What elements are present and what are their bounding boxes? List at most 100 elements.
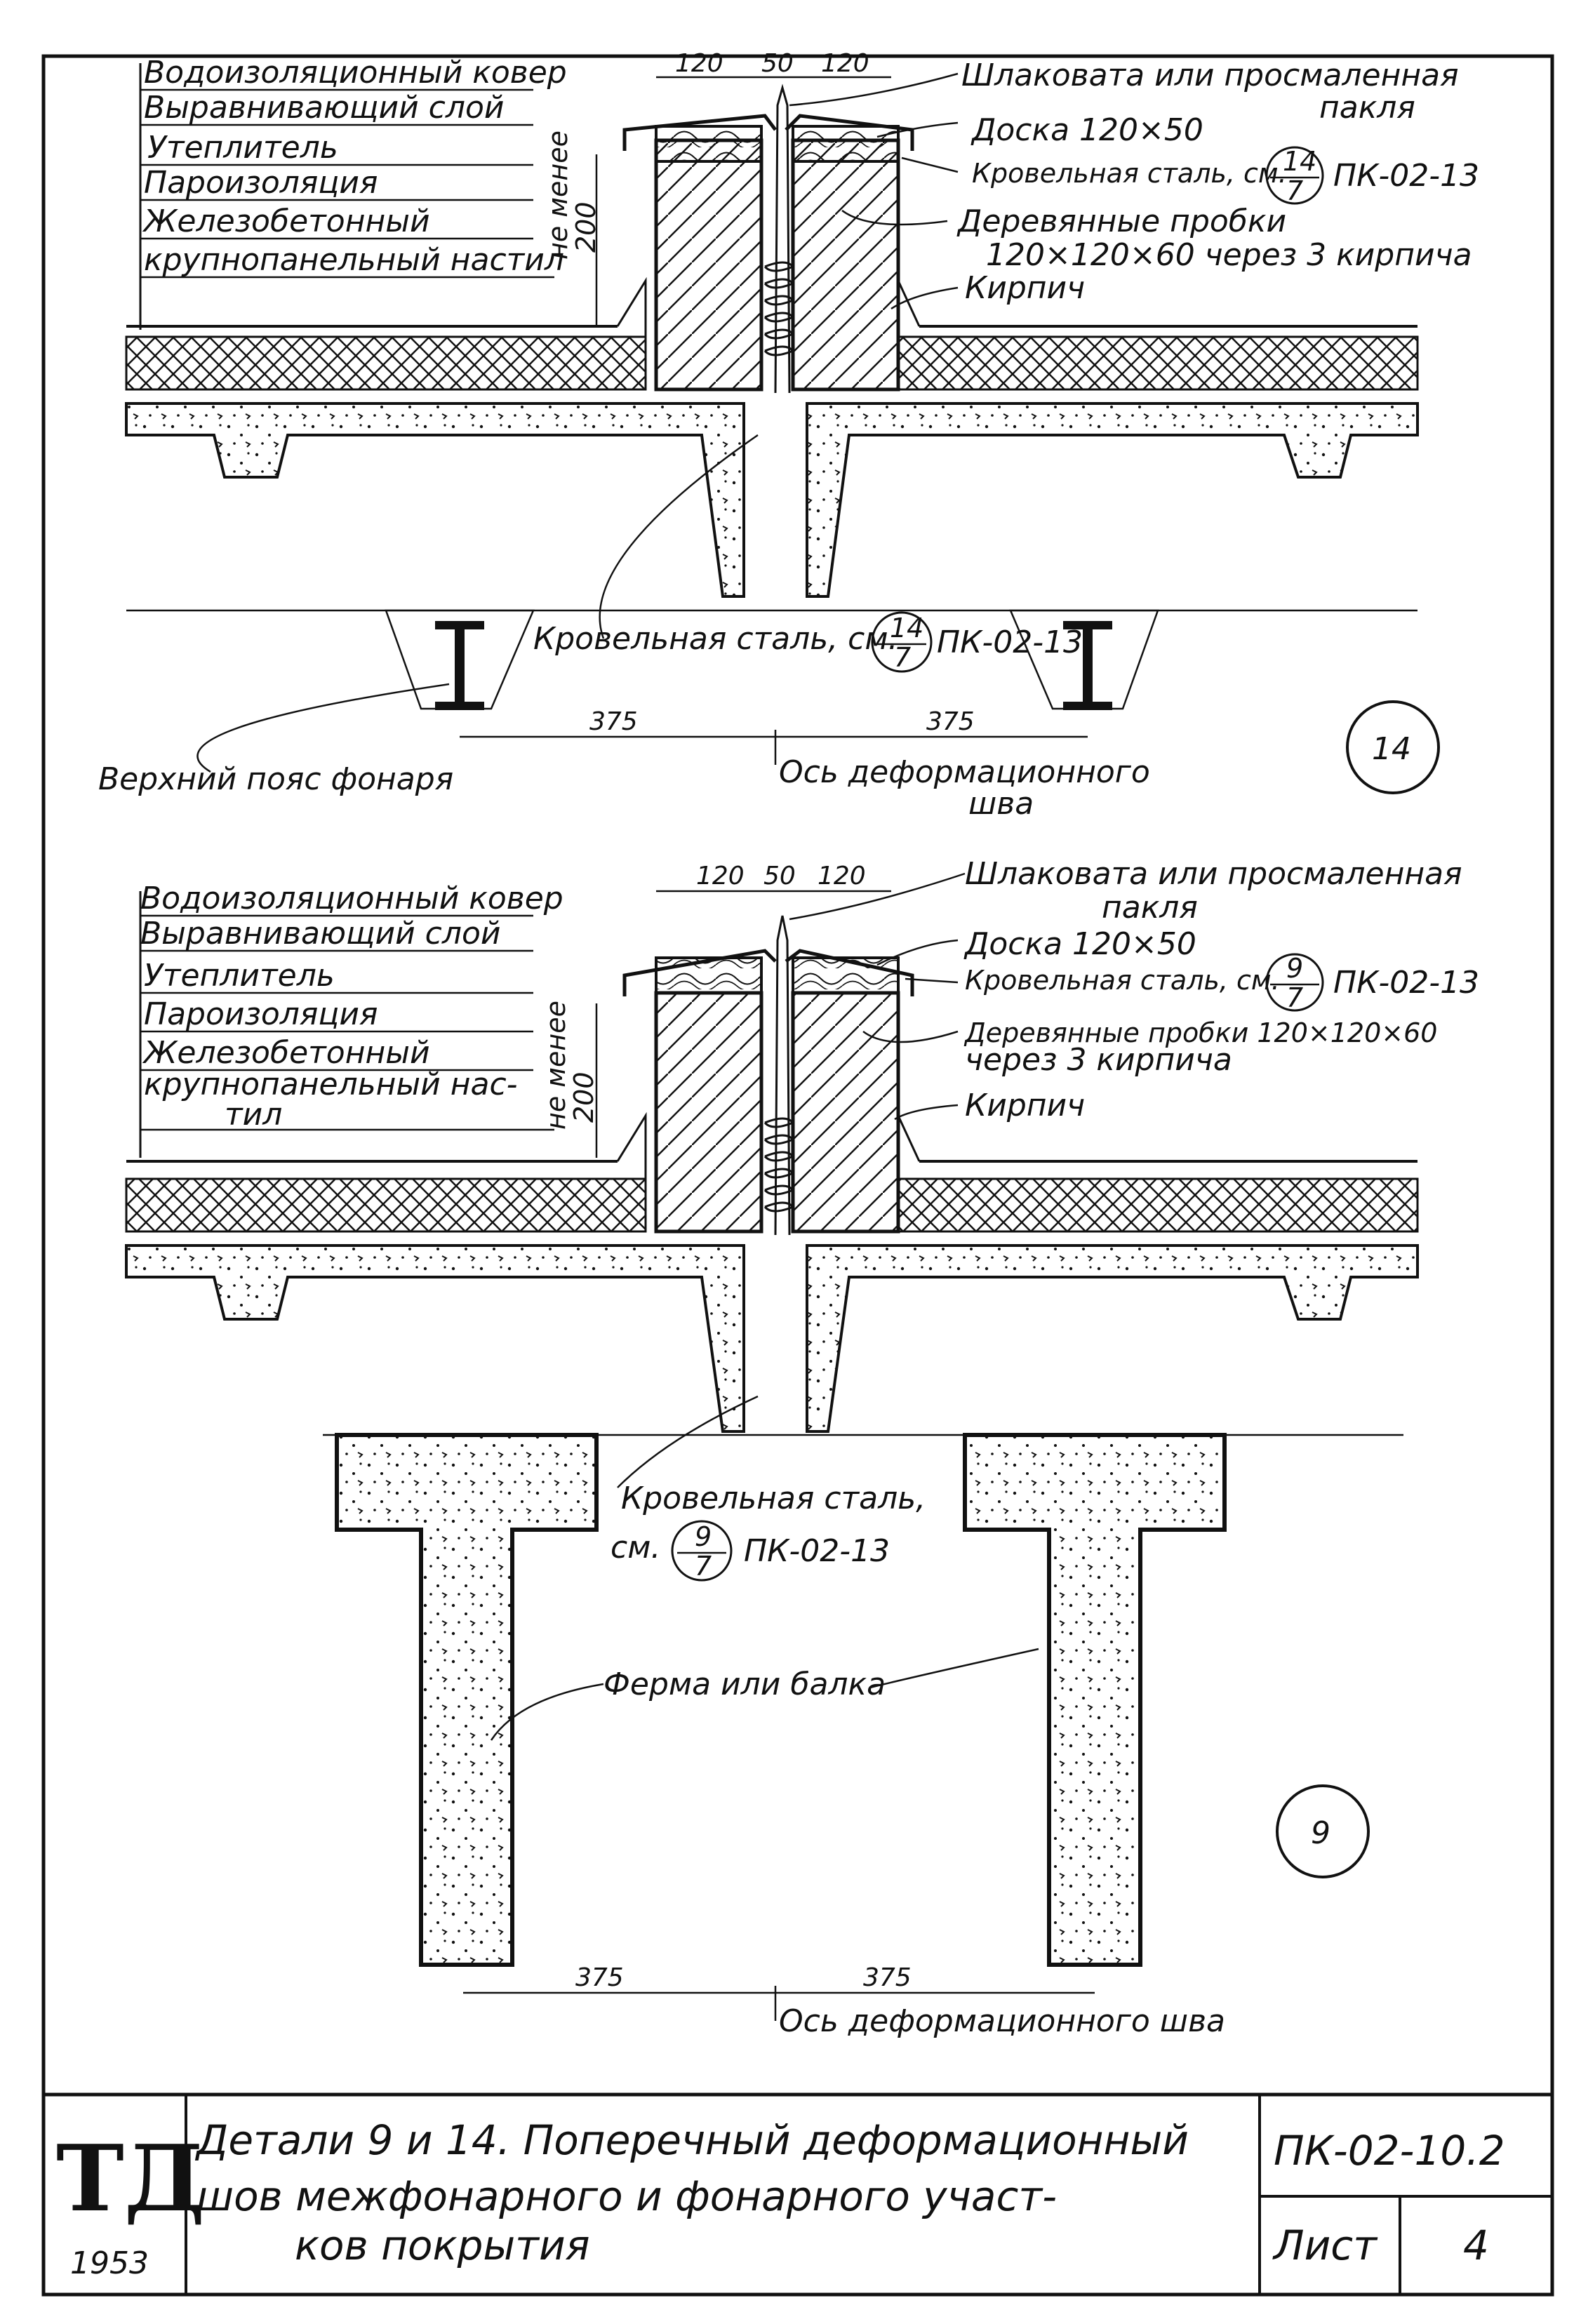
detail-marker-9 [1276, 1784, 1370, 1878]
insulation-layer [125, 1177, 647, 1233]
title-line-2: шов межфонарного и фонарного участ- [196, 2172, 1057, 2220]
layer-label: Пароизоляция [144, 165, 378, 201]
doc-ref: ПК-02-13 [1333, 965, 1479, 1001]
steel-callout-lower: Кровельная сталь, см. [533, 621, 898, 657]
truss-beam-right [963, 1433, 1227, 1967]
ref-den: 7 [894, 642, 911, 673]
doc-ref: ПК-02-13 [1333, 158, 1479, 194]
dimension-label: 120 [818, 862, 866, 890]
sheet-label: Лист [1272, 2222, 1378, 2269]
slag-wool-coil [763, 1117, 795, 1213]
ref-num: 14 [890, 613, 923, 643]
plugs-callout: Деревянные пробки 120×120×60 [963, 1017, 1437, 1048]
detail-marker-label: 14 [1372, 731, 1411, 767]
slag-callout: Шлаковата или просмаленная [961, 58, 1459, 93]
wood-board [655, 956, 763, 994]
i-beam [1009, 609, 1159, 710]
brick-callout: Кирпич [965, 1088, 1085, 1123]
title-line-3: ков покрытия [295, 2222, 590, 2269]
i-beam [385, 609, 535, 710]
min-height-label: не менее [540, 1001, 571, 1130]
layer-label: Выравнивающий слой [140, 916, 501, 951]
min-height-value: 200 [568, 1071, 599, 1123]
doc-ref: ПК-02-13 [744, 1533, 890, 1569]
dimension-label: 50 [761, 49, 794, 78]
min-height-value: 200 [571, 201, 601, 253]
roofing-steel-cap [622, 114, 914, 151]
layer-label: Водоизоляционный ковер [140, 881, 563, 916]
plugs-callout: Деревянные пробки [956, 203, 1286, 239]
brick-parapet [654, 138, 763, 392]
dimension-label: 375 [926, 707, 975, 736]
steel-callout: Кровельная сталь, см. [972, 158, 1287, 189]
axis-label: Ось деформационного [779, 754, 1150, 790]
dimension-label: 375 [575, 1963, 624, 1992]
brick-parapet [654, 991, 763, 1234]
brick-parapet [791, 138, 900, 392]
axis-label: шва [968, 786, 1034, 822]
detail-marker-label: 9 [1311, 1815, 1330, 1851]
layer-label: Водоизоляционный ковер [144, 55, 567, 91]
plugs-callout: через 3 кирпича [965, 1042, 1232, 1078]
title-block: ТД 1953 Детали 9 и 14. Поперечный деформ… [44, 2092, 1552, 2295]
sheet-border [41, 54, 1554, 2297]
truss-beam-left [335, 1433, 599, 1967]
dimension-label: 375 [589, 707, 638, 736]
dimension-label: 120 [675, 49, 723, 78]
detail-14: Водоизоляционный ковер Выравнивающий сло… [98, 49, 1479, 822]
layer-label: Утеплитель [147, 130, 338, 166]
steel-callout-lower: см. [611, 1530, 660, 1565]
board-callout: Доска 120×50 [970, 112, 1203, 148]
layer-label: Утеплитель [144, 958, 335, 994]
plugs-callout: 120×120×60 через 3 кирпича [986, 237, 1472, 273]
steel-callout-lower: Кровельная сталь, [621, 1481, 926, 1516]
detail-9: 120 50 120 Водоизоляционный ковер Выравн… [125, 856, 1479, 2039]
stamp-logo: ТД [56, 2125, 205, 2232]
slag-callout: Шлаковата или просмаленная [965, 856, 1462, 892]
roof-slab [125, 402, 745, 598]
ref-den: 7 [1286, 982, 1303, 1013]
layer-label: крупнопанельный нас- [144, 1067, 518, 1102]
axis-label: Ось деформационного шва [779, 2003, 1225, 2039]
layer-labels-14: Водоизоляционный ковер Выравнивающий сло… [140, 55, 567, 279]
layer-label: тил [225, 1097, 282, 1133]
ref-den: 7 [1286, 175, 1303, 206]
roof-slab [125, 1244, 745, 1433]
detail-marker-14 [1346, 700, 1440, 794]
ref-num: 9 [1286, 953, 1303, 984]
slag-wool-coil [763, 261, 795, 356]
insulation-layer [125, 335, 647, 391]
insulation-layer [897, 335, 1419, 391]
ref-circle [671, 1520, 733, 1582]
ref-circle [1265, 146, 1324, 205]
dimension-label: 120 [821, 49, 869, 78]
roof-slab [806, 402, 1419, 598]
year-label: 1953 [70, 2245, 149, 2281]
steel-callout: Кровельная сталь, см. [965, 965, 1280, 996]
layer-label: Железобетонный [142, 203, 430, 239]
board-callout: Доска 120×50 [963, 926, 1196, 962]
layer-label: Железобетонный [142, 1035, 430, 1071]
slag-callout: пакля [1102, 890, 1198, 926]
doc-code: ПК-02-10.2 [1274, 2127, 1505, 2175]
ref-num: 14 [1283, 146, 1316, 177]
layer-labels-9: Водоизоляционный ковер Выравнивающий сло… [140, 881, 563, 1133]
layer-label: крупнопанельный настил [144, 242, 564, 278]
roofing-steel-cap [622, 949, 914, 996]
layer-label: Выравнивающий слой [144, 90, 505, 126]
ref-den: 7 [695, 1551, 712, 1582]
title-line-1: Детали 9 и 14. Поперечный деформационный [194, 2116, 1189, 2164]
layer-label: Пароизоляция [144, 996, 378, 1032]
ref-circle [1265, 953, 1324, 1012]
ref-num: 9 [695, 1521, 712, 1552]
sheet-number: 4 [1463, 2222, 1489, 2269]
truss-label: Ферма или балка [603, 1667, 886, 1702]
ref-circle [871, 611, 933, 673]
doc-ref: ПК-02-13 [937, 625, 1083, 660]
slag-callout: пакля [1319, 90, 1415, 126]
chord-label: Верхний пояс фонаря [98, 761, 453, 797]
brick-parapet [791, 991, 900, 1234]
dimension-label: 120 [696, 862, 745, 890]
dimension-label: 375 [863, 1963, 912, 1992]
